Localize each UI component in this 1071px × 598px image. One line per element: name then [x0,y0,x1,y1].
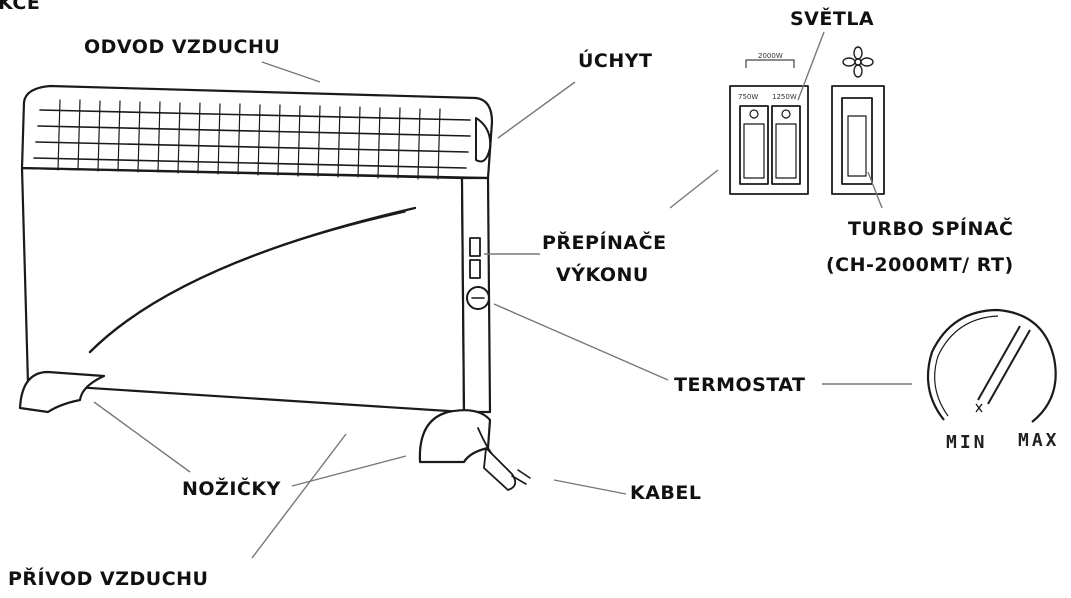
fan-icon [843,47,873,77]
leader-nozicky-right [292,456,406,486]
dial-min-label: MIN [946,432,988,453]
watt-2000: 2000W [758,52,783,60]
leader-uchyt [498,82,575,138]
leader-nozicky-left [94,402,190,472]
heater-side-panel [462,178,490,412]
leader-kabel [554,480,626,494]
plug [484,448,515,490]
label-termostat: TERMOSTAT [674,374,806,397]
switch-panel-detail [730,47,884,194]
right-foot [420,410,490,462]
watt-1250: 1250W [772,93,797,101]
leader-prepinace [670,170,718,208]
label-prepinace: PŘEPÍNAČE [542,232,667,255]
air-outlet-grille [22,86,492,178]
watt-750: 750W [738,93,758,101]
label-turbo-model: (CH-2000MT/ RT) [826,254,1014,277]
dial-max-label: MAX [1018,430,1060,451]
leader-svetla [798,32,824,100]
label-odvod-vzduchu: ODVOD VZDUCHU [84,36,280,59]
label-vykonu: VÝKONU [556,264,649,287]
thermostat-dial-detail [928,310,1056,422]
leader-turbo [868,172,882,208]
label-nozicky: NOŽIČKY [182,478,281,501]
dial-outer [928,310,1056,422]
heater-illustration [20,86,530,490]
leader-termostat-heater [494,304,668,380]
label-kabel: KABEL [630,482,702,505]
leader-odvod [262,62,320,82]
label-privod-vzduchu: PŘÍVOD VZDUCHU [8,568,209,591]
label-svetla: SVĚTLA [790,8,874,31]
left-foot [20,372,104,412]
page-title: KCE [0,0,40,15]
label-uchyt: ÚCHYT [578,50,653,73]
label-turbo-spinac: TURBO SPÍNAČ [848,218,1014,241]
dial-pointer [978,326,1030,404]
turbo-switch [842,98,872,184]
